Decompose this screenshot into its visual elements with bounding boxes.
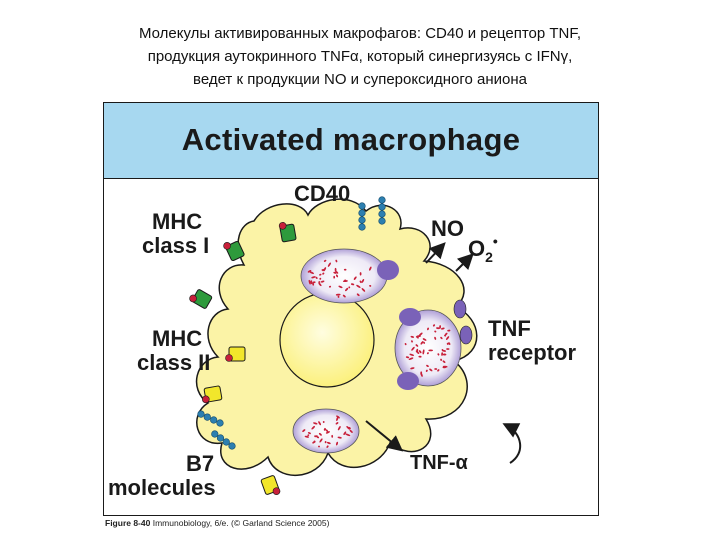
label-o2-radical: • [493, 233, 498, 249]
label-mhc-class-ii-line2: class II [137, 350, 210, 375]
credit-copyright: (© Garland Science 2005) [231, 518, 330, 528]
label-tnf-receptor-line2: receptor [488, 340, 576, 365]
label-superoxide: O2• [468, 233, 498, 265]
figure-credit: Figure 8-40 Immunobiology, 6/e. (© Garla… [105, 518, 329, 528]
label-tnf-receptor-line1: TNF [488, 316, 531, 341]
mhc-class-ii-molecule [260, 475, 281, 495]
tnf-alpha-secretion-arrow [365, 420, 404, 452]
receptor-chains [197, 196, 386, 450]
vacuole-granules [302, 259, 451, 448]
label-tnf-alpha: TNF-α [410, 452, 469, 474]
label-b7-line1: B7 [186, 451, 214, 476]
mhc-class-i-molecule [223, 240, 245, 262]
superoxide-arrow [455, 253, 474, 272]
label-o2: O [468, 236, 485, 261]
receptor-chain [358, 202, 366, 231]
figure-frame: Activated macrophage [103, 102, 599, 516]
credit-book: Immunobiology, 6/e. [152, 518, 229, 528]
caption-line-2: продукция аутокринного TNFα, который син… [147, 48, 573, 65]
receptor-chain [211, 430, 236, 450]
figure-title: Activated macrophage [181, 122, 521, 157]
caption-line-3: ведет к продукции NO и супероксидного ан… [193, 71, 527, 88]
label-mhc-class-i-line1: MHC [152, 209, 202, 234]
tnf-receptor [459, 325, 473, 345]
label-no: NO [431, 216, 464, 241]
receptor-chain [197, 410, 224, 427]
tnf-alpha-autocrine-arrow [502, 423, 521, 464]
mhc-class-i-molecule [278, 222, 297, 243]
nucleus [279, 292, 375, 388]
label-o2-subscript: 2 [485, 249, 493, 265]
credit-figure-number: Figure 8-40 [105, 518, 151, 528]
macrophage-diagram: MHC class I CD40 NO O2• MHC class II TNF… [108, 181, 576, 500]
label-mhc-class-ii-line1: MHC [152, 326, 202, 351]
vacuole-bottom [292, 408, 360, 454]
mhc-class-i-molecule [189, 289, 213, 309]
no-arrow [425, 242, 446, 264]
receptor-chain [378, 196, 386, 225]
tnf-receptor-group [453, 299, 473, 345]
label-cd40: CD40 [294, 181, 350, 206]
caption-line-1: Молекулы активированных макрофагов: CD40… [138, 25, 582, 42]
vacuole-top [300, 248, 399, 304]
tnf-receptor [453, 299, 467, 319]
slide-caption: Молекулы активированных макрофагов: CD40… [60, 22, 660, 91]
mhc-class-ii-molecule [225, 346, 246, 362]
title-banner: Activated macrophage [104, 103, 598, 179]
label-mhc-class-i-line2: class I [142, 233, 209, 258]
label-b7-line2: molecules [108, 475, 216, 500]
mhc-class-ii-molecule [202, 385, 223, 404]
